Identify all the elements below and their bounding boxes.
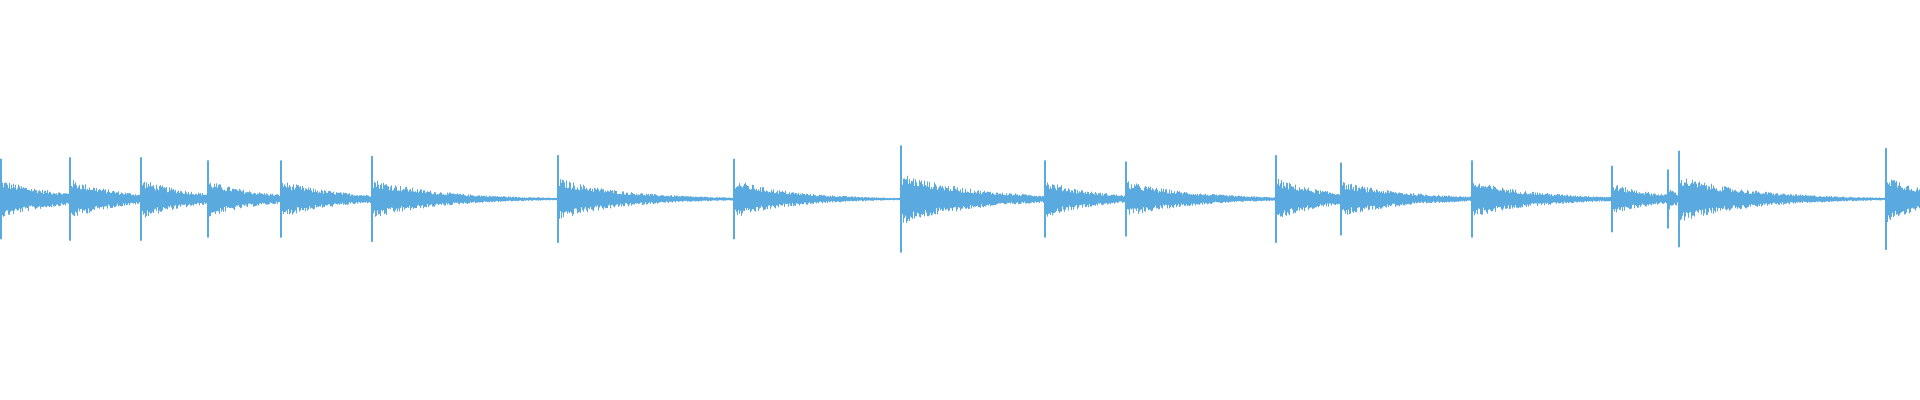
waveform-path [0,145,1920,253]
